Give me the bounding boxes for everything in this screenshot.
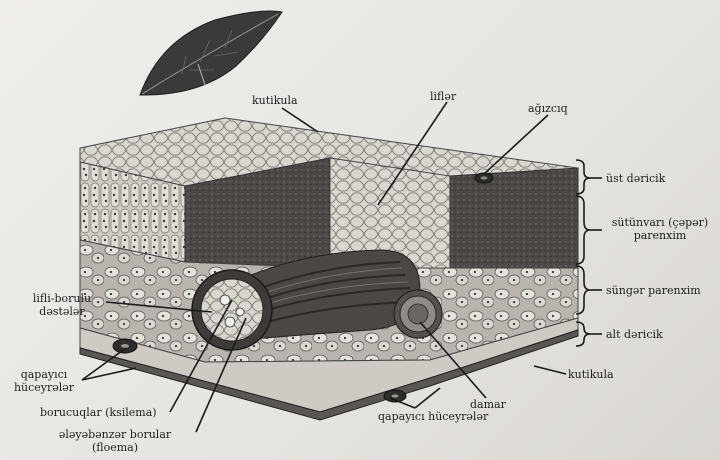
label-lifli-borulu-line1: lifli-borulu	[16, 292, 108, 305]
label-qapayici-huceyreler-left: qapayıcı hüceyrələr	[8, 368, 80, 394]
label-sutunvari-line2: parenxim	[604, 229, 716, 242]
label-kutikula-bottom: kutikula	[568, 368, 614, 381]
label-borucuqlar-ksilema: borucuqlar (ksilema)	[40, 406, 157, 419]
label-lifler: liflər	[430, 90, 456, 103]
label-eleyebenzer-line2: (floema)	[30, 441, 200, 454]
label-kutikula-top: kutikula	[252, 94, 298, 107]
label-agizciq: ağızcıq	[528, 102, 568, 115]
label-sutunvari-parenxim: sütünvarı (çəpər) parenxim	[604, 216, 716, 242]
label-alt-dericik: alt dəricik	[606, 328, 663, 341]
label-lifli-borulu-destler: lifli-borulu dəstələr	[16, 292, 108, 318]
label-sungor-parenxim: süngər parenxim	[606, 284, 701, 297]
label-qapayici-left-line2: hüceyrələr	[8, 381, 80, 394]
label-qapayici-huceyreler-bottom: qapayıcı hüceyrələr	[378, 410, 488, 423]
label-eleyebenzer-line1: ələyəbənzər borular	[30, 428, 200, 441]
label-eleyebenzer-borular: ələyəbənzər borular (floema)	[30, 428, 200, 454]
label-sutunvari-line1: sütünvarı (çəpər)	[604, 216, 716, 229]
label-ust-dericik: üst dəricik	[606, 172, 665, 185]
label-qapayici-left-line1: qapayıcı	[8, 368, 80, 381]
label-lifli-borulu-line2: dəstələr	[16, 305, 108, 318]
